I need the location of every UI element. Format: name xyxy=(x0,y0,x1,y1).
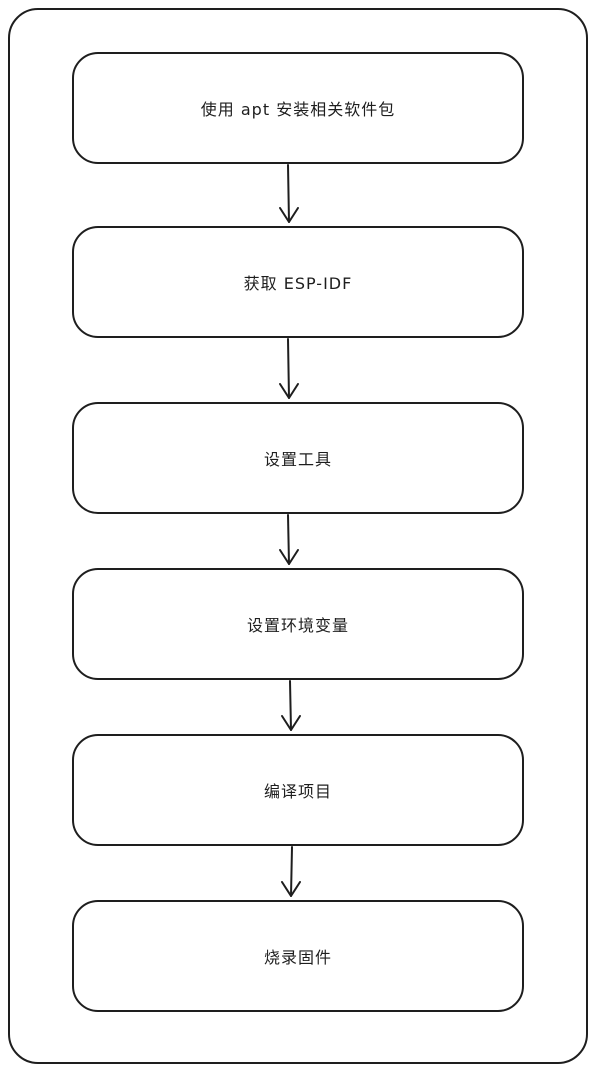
step-label: 获取 ESP-IDF xyxy=(243,274,353,293)
step-flash-firmware: 烧录固件 xyxy=(72,900,524,1012)
step-set-env-vars: 设置环境变量 xyxy=(72,568,524,680)
diagram-frame xyxy=(8,8,588,1064)
step-install-packages: 使用 apt 安装相关软件包 xyxy=(72,52,524,164)
step-label: 使用 apt 安装相关软件包 xyxy=(200,100,396,119)
flow-arrow-5 xyxy=(281,846,301,897)
flow-arrow-3 xyxy=(279,514,299,565)
step-build-project: 编译项目 xyxy=(72,734,524,846)
step-label: 烧录固件 xyxy=(263,948,332,967)
flow-arrow-2 xyxy=(279,338,299,399)
step-label: 设置环境变量 xyxy=(246,616,349,635)
flow-arrow-1 xyxy=(279,164,299,223)
flow-arrow-4 xyxy=(281,680,301,731)
step-label: 编译项目 xyxy=(263,782,332,801)
step-get-esp-idf: 获取 ESP-IDF xyxy=(72,226,524,338)
step-label: 设置工具 xyxy=(263,450,332,469)
step-setup-tools: 设置工具 xyxy=(72,402,524,514)
